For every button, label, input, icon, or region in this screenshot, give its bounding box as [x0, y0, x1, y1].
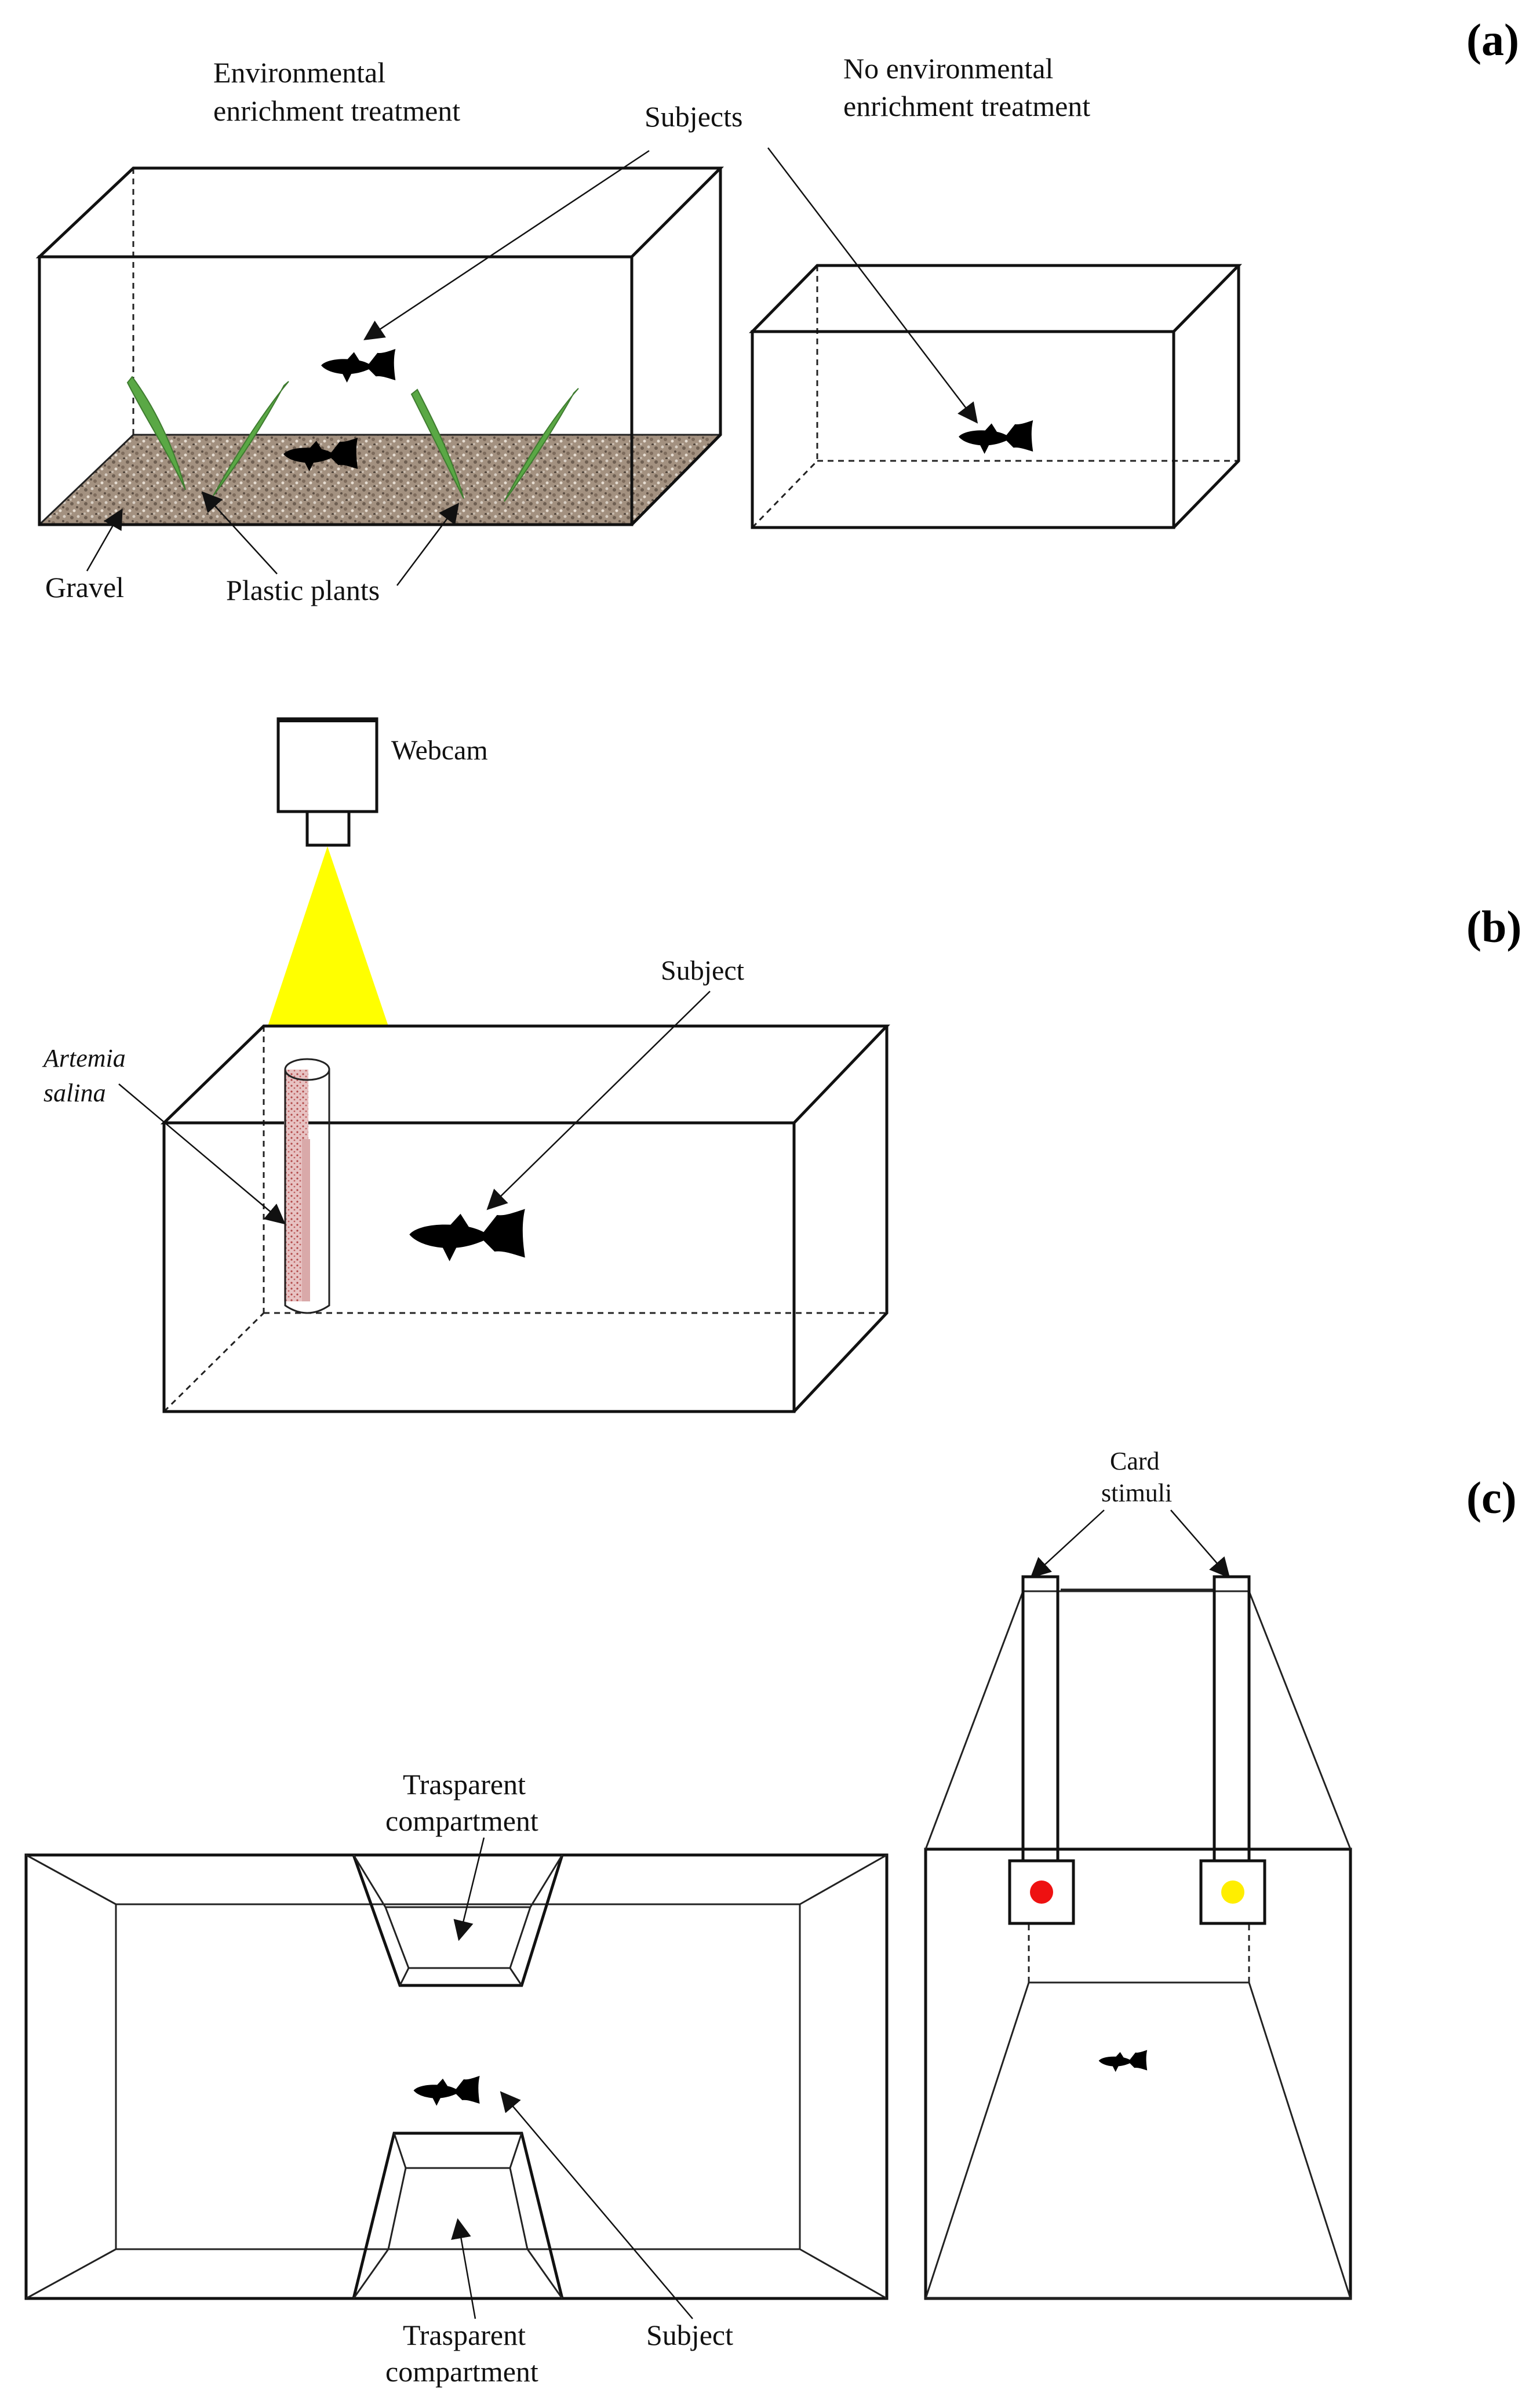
plain-tank-title-line2: enrichment treatment	[843, 90, 1090, 122]
top-view-tank	[24, 1853, 889, 2300]
card-stimuli-label-line1: Card	[1110, 1447, 1160, 1475]
transparent-compartment-bottom	[351, 2132, 565, 2300]
fish-subject-c2	[1098, 2050, 1148, 2072]
compartment-top-label-line1: Trasparent	[403, 1768, 526, 1801]
transparent-compartment-top	[351, 1853, 565, 1987]
card-stimulus-right	[1199, 1575, 1266, 1925]
card-stimuli-label-line2: stimuli	[1101, 1479, 1172, 1507]
panel-c-label: (c)	[1466, 1472, 1517, 1523]
webcam	[268, 717, 388, 1026]
panel-b-label: (b)	[1466, 901, 1521, 952]
plain-tank	[749, 264, 1242, 529]
enriched-tank-title-line1: Environmental	[213, 56, 385, 89]
enriched-tank	[35, 166, 725, 526]
perspective-view-tank	[924, 1575, 1352, 2300]
test-tank	[160, 1024, 890, 1413]
red-dot	[1030, 1881, 1053, 1904]
plastic-plant-2	[410, 388, 579, 502]
panel-a: (a) Environmental enrichment treatment N…	[35, 14, 1519, 606]
plastic-plant-1	[126, 376, 289, 496]
fish-subject-3	[959, 420, 1033, 454]
webcam-label: Webcam	[391, 735, 488, 766]
fish-subject-c1	[413, 2076, 480, 2106]
plain-tank-title-line1: No environmental	[843, 52, 1053, 85]
artemia-label-line2: salina	[43, 1079, 106, 1107]
gravel-label: Gravel	[45, 571, 124, 603]
subject-label-c: Subject	[646, 2319, 733, 2351]
compartment-bottom-label-line1: Trasparent	[403, 2319, 526, 2351]
fish-subject-1	[321, 349, 396, 383]
subjects-label: Subjects	[645, 100, 742, 133]
compartment-top-label-line2: compartment	[385, 1805, 538, 1837]
artemia-tube	[284, 1058, 330, 1314]
fish-subject-b	[409, 1209, 525, 1261]
enriched-tank-title-line2: enrichment treatment	[213, 94, 460, 127]
gravel-bed	[39, 435, 720, 525]
panel-b: (b) Webcam Subject	[42, 717, 1521, 1413]
subject-label-b: Subject	[661, 955, 745, 986]
plastic-plants-label: Plastic plants	[226, 574, 380, 606]
compartment-bottom-label-line2: compartment	[385, 2355, 538, 2388]
panel-a-label: (a)	[1466, 14, 1519, 65]
yellow-dot	[1221, 1881, 1244, 1904]
camera-field-of-view	[268, 846, 388, 1026]
artemia-label-line1: Artemia	[42, 1044, 126, 1072]
panel-c: (c)	[24, 1447, 1517, 2388]
card-stimulus-left	[1008, 1575, 1075, 1925]
